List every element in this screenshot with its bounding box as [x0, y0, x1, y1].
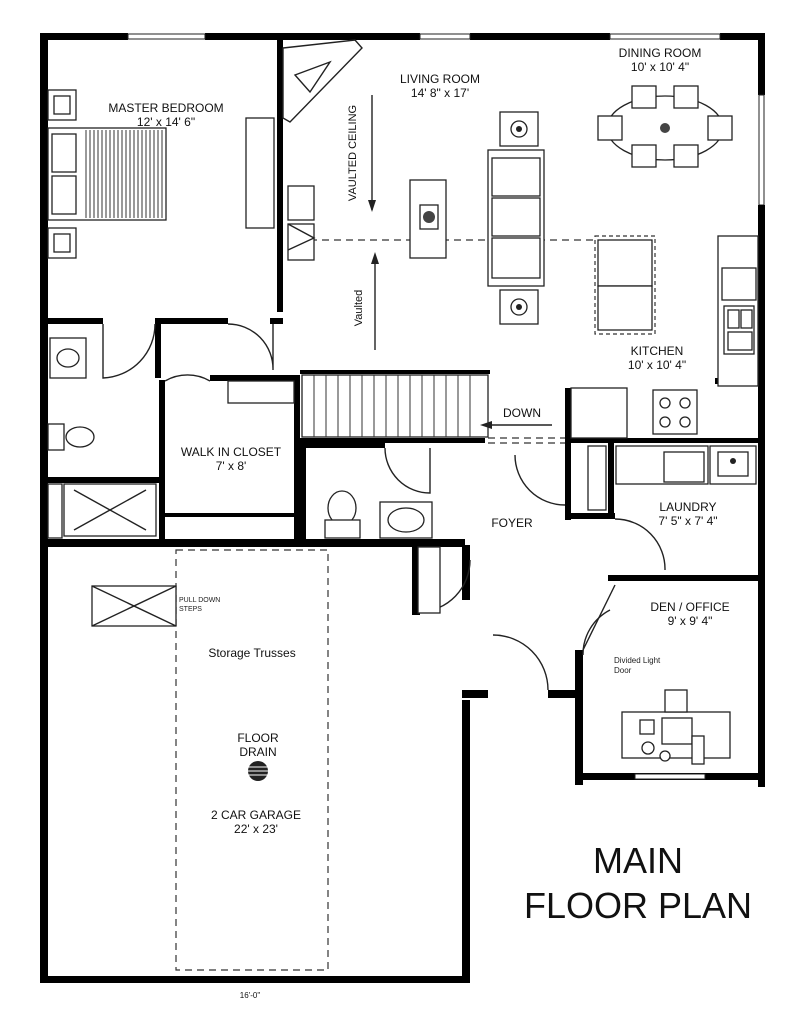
living-room-dims: 14' 8" x 17' [411, 86, 469, 100]
dining-room-dims: 10' x 10' 4" [631, 60, 689, 74]
master-bath-fixtures [47, 337, 157, 539]
living-room-features [282, 39, 600, 350]
dimension-note: 16'-0" [240, 991, 261, 1000]
dining-room-name: DINING ROOM [619, 46, 702, 60]
laundry-name: LAUNDRY [659, 500, 716, 514]
divided-light-door-note-2: Door [614, 666, 632, 675]
garage-features [91, 549, 329, 971]
den-office-name: DEN / OFFICE [650, 600, 729, 614]
vaulted-ceiling-note: VAULTED CEILING [347, 105, 359, 201]
kitchen-fixtures [570, 235, 759, 439]
kitchen-dims: 10' x 10' 4" [628, 358, 686, 372]
garage-dims: 22' x 23' [234, 822, 278, 836]
den-desk [621, 689, 731, 765]
room-labels: MASTER BEDROOM 12' x 14' 6" LIVING ROOM … [108, 46, 729, 836]
dining-table [597, 85, 733, 168]
kitchen-name: KITCHEN [631, 344, 684, 358]
master-bedroom-name: MASTER BEDROOM [108, 101, 223, 115]
den-office-dims: 9' x 9' 4" [668, 614, 713, 628]
storage-trusses-note: Storage Trusses [208, 646, 295, 660]
walls [40, 33, 765, 983]
divided-light-door-note-1: Divided Light [614, 656, 661, 665]
laundry-fixtures [587, 445, 757, 511]
floor-drain-note-1: FLOOR [237, 731, 279, 745]
garage-name: 2 CAR GARAGE [211, 808, 301, 822]
floor-drain-note-2: DRAIN [239, 745, 276, 759]
laundry-dims: 7' 5" x 7' 4" [658, 514, 717, 528]
plan-title-line1: MAIN [593, 840, 683, 881]
stairs [227, 374, 565, 444]
walk-in-closet-name: WALK IN CLOSET [181, 445, 282, 459]
walk-in-closet-dims: 7' x 8' [216, 459, 247, 473]
powder-room [324, 490, 441, 614]
vaulted-note: Vaulted [353, 290, 365, 327]
pull-down-steps-note-1: PULL DOWN [179, 597, 220, 604]
living-room-name: LIVING ROOM [400, 72, 480, 86]
master-bedroom-furniture [47, 89, 275, 259]
doors [102, 323, 666, 691]
plan-title-line2: FLOOR PLAN [524, 885, 752, 926]
plan-title: MAIN FLOOR PLAN [524, 840, 752, 926]
pull-down-steps-note-2: STEPS [179, 606, 202, 613]
plan-notes: VAULTED CEILING Vaulted DOWN PULL DOWN S… [179, 105, 661, 1000]
stairs-down-note: DOWN [503, 406, 541, 420]
master-bedroom-dims: 12' x 14' 6" [137, 115, 195, 129]
foyer-name: FOYER [491, 516, 533, 530]
